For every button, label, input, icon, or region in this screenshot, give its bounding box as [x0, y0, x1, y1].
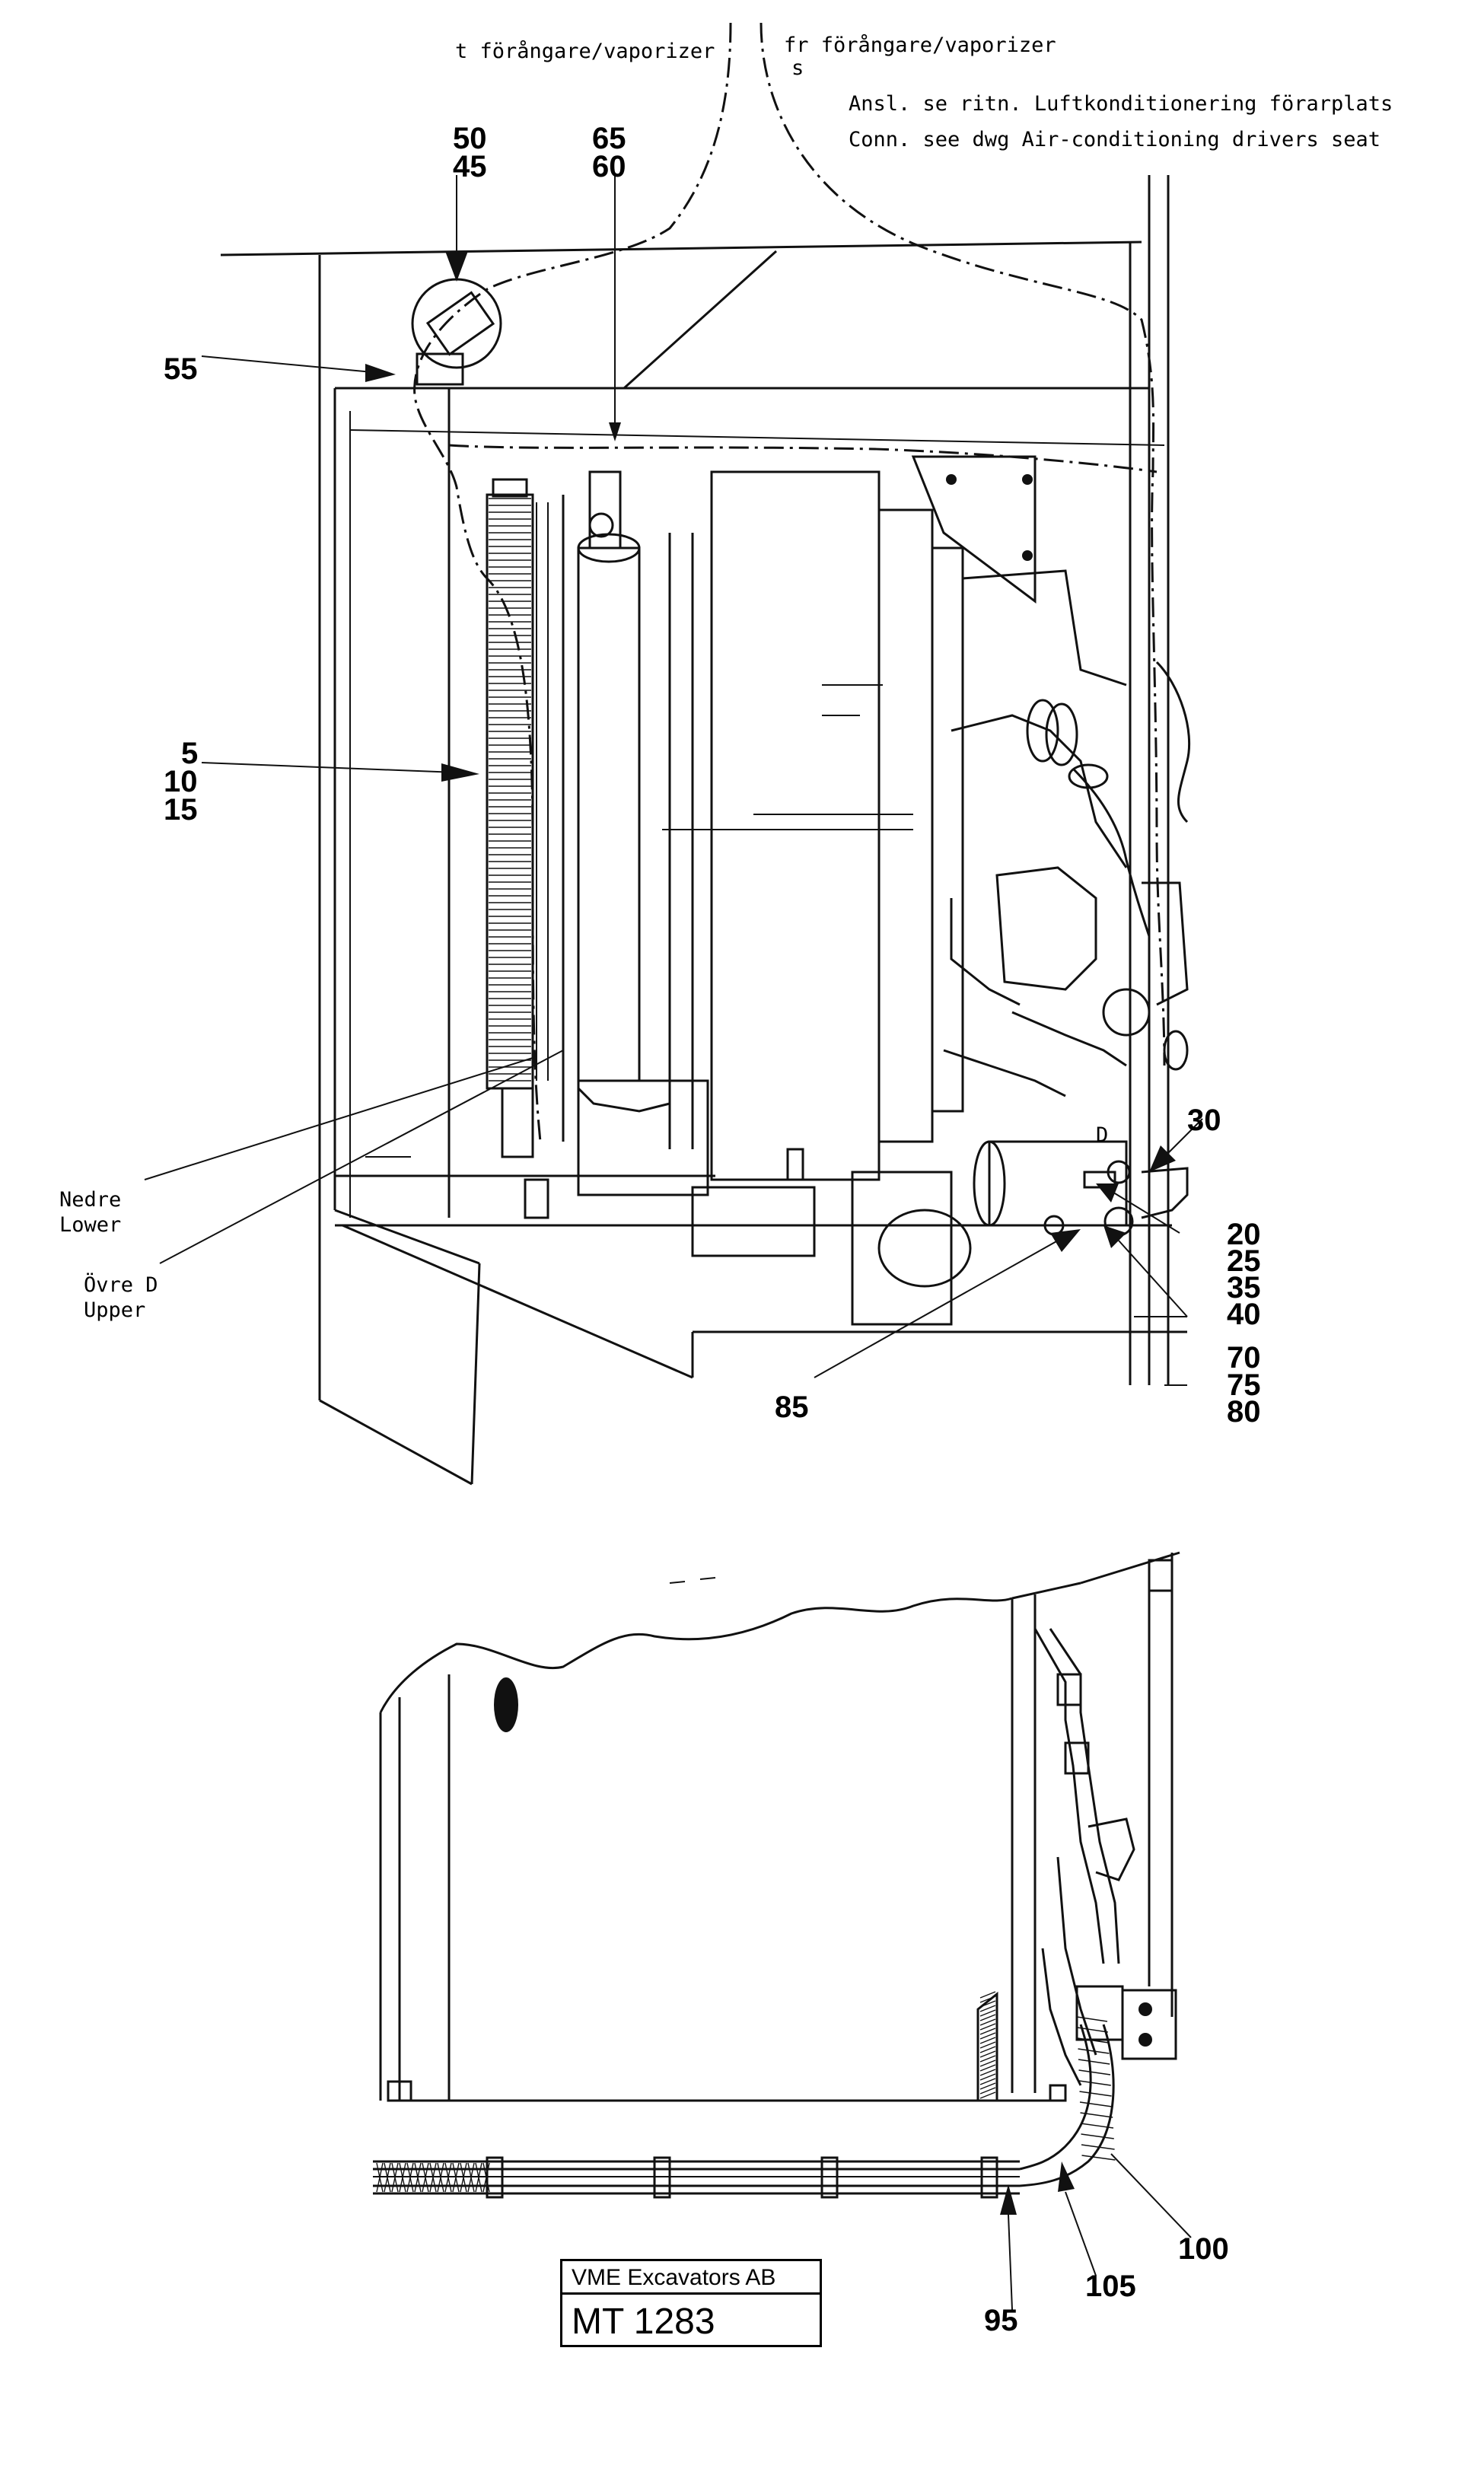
callout-10: 10 — [164, 765, 198, 798]
refrigerant-line — [413, 22, 1166, 1142]
receiver-cylinder — [562, 470, 694, 1149]
callout-95: 95 — [984, 2304, 1018, 2337]
callout-55: 55 — [164, 352, 198, 386]
callout-60: 60 — [592, 150, 626, 183]
callout-40: 40 — [1227, 1298, 1261, 1331]
callout-80: 80 — [1227, 1395, 1261, 1429]
side-labels: Nedre Lower Övre D Upper D — [59, 1123, 1108, 1322]
lower-pipes — [524, 1079, 816, 1257]
callout-45: 45 — [453, 150, 487, 183]
note-from-vaporizer: fr förångare/vaporizer — [784, 33, 1056, 57]
title-block-drawing-code: MT 1283 — [572, 2302, 715, 2342]
leader-lines — [144, 175, 1203, 2311]
note-connection-sv: Ansl. se ritn. Luftkonditionering förarp… — [849, 92, 1393, 116]
callout-numbers: 50 45 65 60 55 5 10 15 30 20 25 35 40 70… — [164, 122, 1261, 2337]
note-connection-en: Conn. see dwg Air-conditioning drivers s… — [849, 128, 1381, 151]
engine-detail — [911, 455, 1191, 1097]
callout-105: 105 — [1085, 2270, 1136, 2303]
callout-50: 50 — [453, 122, 487, 155]
machine-frame-upper — [220, 175, 1187, 1486]
label-lower-en: Lower — [59, 1213, 121, 1237]
label-upper-en: Upper — [84, 1298, 145, 1322]
callout-85: 85 — [775, 1390, 809, 1424]
label-d: D — [1096, 1123, 1108, 1147]
callout-100: 100 — [1178, 2232, 1229, 2266]
fan-shroud — [662, 470, 964, 1181]
callout-30: 30 — [1187, 1104, 1221, 1137]
title-block: VME Excavators AB MT 1283 — [560, 2259, 822, 2347]
label-lower-sv: Nedre — [59, 1188, 121, 1212]
receiver-drier — [411, 278, 502, 386]
note-from-vaporizer-suffix: s — [791, 56, 804, 80]
compressor — [851, 1140, 1189, 1326]
callout-15: 15 — [164, 793, 198, 827]
title-block-company: VME Excavators AB — [562, 2261, 820, 2295]
callout-65: 65 — [592, 122, 626, 155]
callout-5: 5 — [181, 737, 198, 770]
label-upper-sv: Övre D — [84, 1273, 158, 1297]
lower-view — [373, 1551, 1180, 2199]
callout-25: 25 — [1227, 1244, 1261, 1278]
note-to-vaporizer: t förångare/vaporizer — [455, 40, 715, 63]
callout-35: 35 — [1227, 1271, 1261, 1304]
top-notes: t förångare/vaporizer fr förångare/vapor… — [455, 33, 1393, 151]
callout-75: 75 — [1227, 1368, 1261, 1402]
callout-70: 70 — [1227, 1341, 1261, 1375]
condenser — [486, 478, 549, 1158]
callout-20: 20 — [1227, 1218, 1261, 1251]
